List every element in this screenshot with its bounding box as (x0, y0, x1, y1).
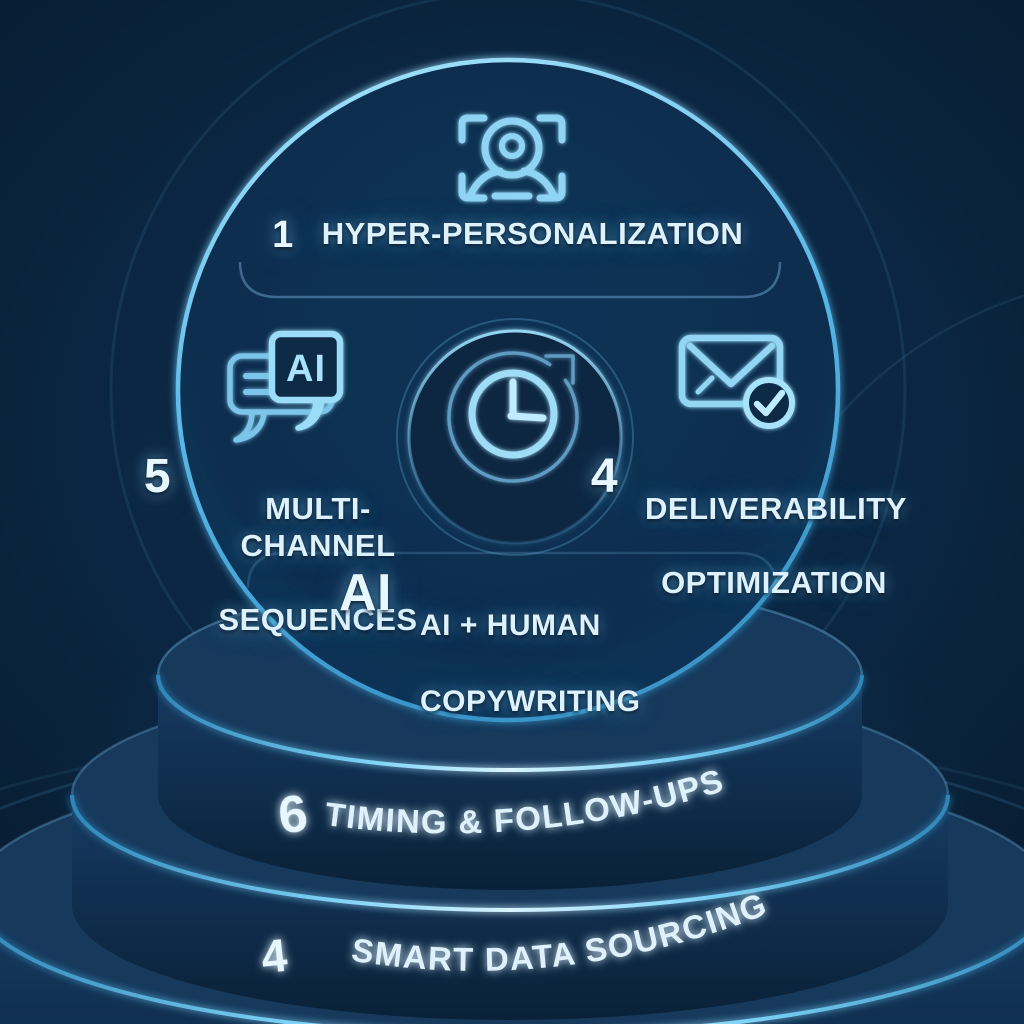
main-circle (175, 57, 841, 723)
mail-check-icon (678, 334, 795, 429)
ai-chat-badge-text: AI (286, 348, 326, 390)
sector-dividers (238, 261, 782, 589)
ai-chat-icon: AI (227, 330, 344, 443)
tier-number-sourcing: 4 (259, 929, 290, 983)
face-scan-icon (458, 114, 566, 202)
tier-number-timing: 6 (275, 784, 311, 845)
clock-refresh-icon (447, 351, 579, 483)
